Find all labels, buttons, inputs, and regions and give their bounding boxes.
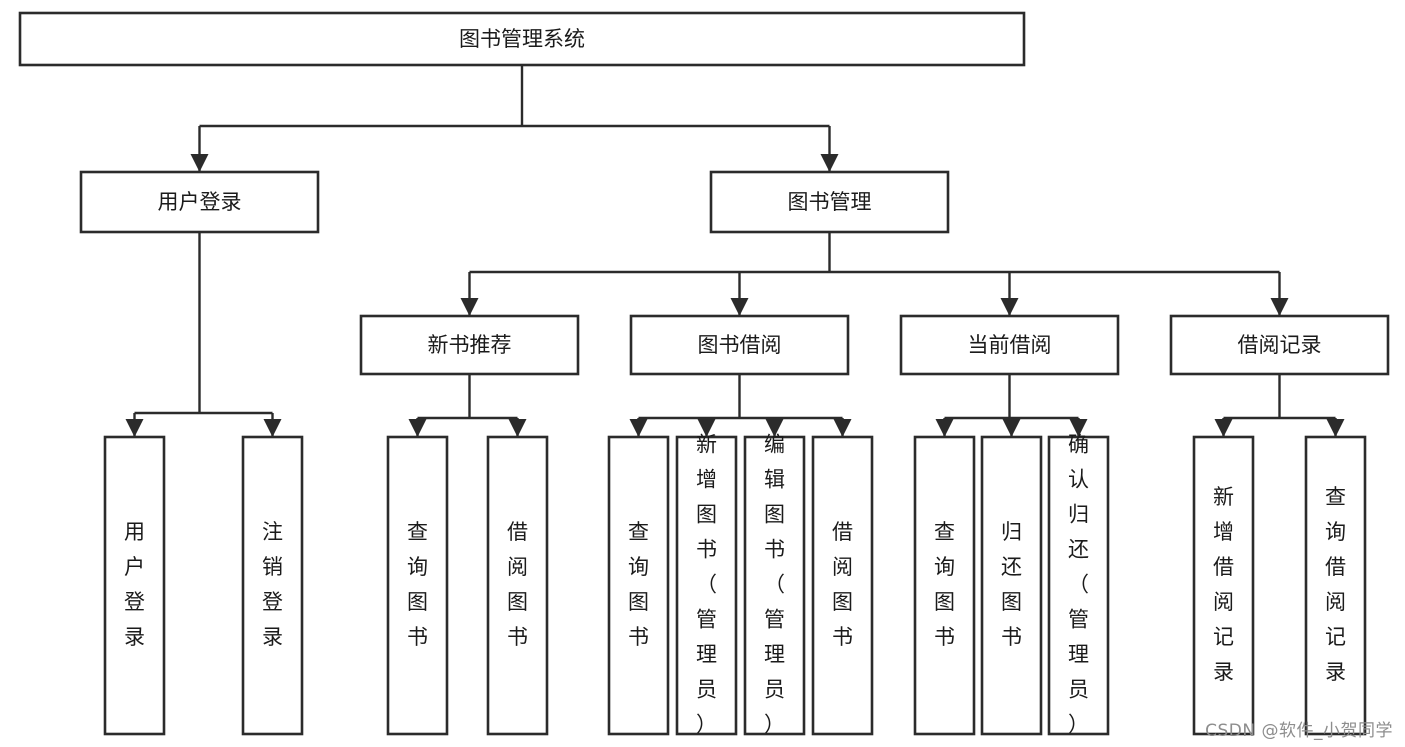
arrow-head-icon xyxy=(820,154,839,172)
node-label-leaf-user-login: 用户登录 xyxy=(124,520,145,649)
node-label-book-borrow: 图书借阅 xyxy=(698,333,782,357)
node-label-current-borrow: 当前借阅 xyxy=(968,333,1052,357)
arrow-head-icon xyxy=(190,154,209,172)
node-box-leaf-borrow-book-1 xyxy=(486,435,549,736)
node-box-leaf-query-record xyxy=(1304,435,1367,736)
node-label-leaf-query-book-3: 查询图书 xyxy=(934,520,955,649)
node-box-leaf-return-book xyxy=(980,435,1043,736)
node-leaf-user-login[interactable]: 用户登录 xyxy=(103,435,166,736)
arrow-head-icon xyxy=(833,419,852,437)
node-label-leaf-query-record: 查询借阅记录 xyxy=(1325,485,1346,684)
node-leaf-add-record[interactable]: 新增借阅记录 xyxy=(1192,435,1255,736)
node-user-login[interactable]: 用户登录 xyxy=(79,170,320,234)
node-box-user-login xyxy=(79,170,320,234)
arrow-head-icon xyxy=(629,419,648,437)
node-label-leaf-borrow-book-2: 借阅图书 xyxy=(832,520,853,649)
node-box-book-manage xyxy=(709,170,950,234)
node-root[interactable]: 图书管理系统 xyxy=(18,11,1026,67)
node-box-book-borrow xyxy=(629,314,850,376)
node-label-book-manage: 图书管理 xyxy=(788,190,872,214)
node-box-leaf-query-book-2 xyxy=(607,435,670,736)
node-label-borrow-record: 借阅记录 xyxy=(1238,333,1322,357)
node-label-leaf-borrow-book-1: 借阅图书 xyxy=(507,520,528,649)
node-leaf-query-book-2[interactable]: 查询图书 xyxy=(607,435,670,736)
arrow-head-icon xyxy=(460,298,479,316)
node-box-leaf-edit-book xyxy=(743,435,806,736)
node-book-manage[interactable]: 图书管理 xyxy=(709,170,950,234)
node-book-borrow[interactable]: 图书借阅 xyxy=(629,314,850,376)
arrow-head-icon xyxy=(765,419,784,437)
arrow-head-icon xyxy=(408,419,427,437)
node-box-leaf-borrow-book-2 xyxy=(811,435,874,736)
node-box-leaf-user-login xyxy=(103,435,166,736)
connector-lines xyxy=(125,65,1345,437)
node-boxes: 图书管理系统用户登录图书管理新书推荐图书借阅当前借阅借阅记录用户登录注销登录查询… xyxy=(18,11,1390,737)
node-label-leaf-user-logout: 注销登录 xyxy=(262,520,283,649)
node-label-leaf-return-book: 归还图书 xyxy=(1001,520,1022,649)
node-box-new-book-rec xyxy=(359,314,580,376)
arrow-head-icon xyxy=(508,419,527,437)
node-leaf-edit-book[interactable]: 编辑图书（管理员） xyxy=(743,433,806,737)
arrow-head-icon xyxy=(1326,419,1345,437)
node-label-user-login: 用户登录 xyxy=(158,190,242,214)
node-label-leaf-query-book-2: 查询图书 xyxy=(628,520,649,649)
arrow-head-icon xyxy=(1000,298,1019,316)
node-box-borrow-record xyxy=(1169,314,1390,376)
arrow-head-icon xyxy=(1002,419,1021,437)
node-box-leaf-add-book xyxy=(675,435,738,736)
node-label-root: 图书管理系统 xyxy=(459,27,585,51)
node-leaf-user-logout[interactable]: 注销登录 xyxy=(241,435,304,736)
arrow-head-icon xyxy=(1214,419,1233,437)
node-box-leaf-query-book-1 xyxy=(386,435,449,736)
node-label-leaf-add-record: 新增借阅记录 xyxy=(1213,485,1234,684)
node-leaf-borrow-book-1[interactable]: 借阅图书 xyxy=(486,435,549,736)
node-label-new-book-rec: 新书推荐 xyxy=(428,333,512,357)
node-leaf-query-book-3[interactable]: 查询图书 xyxy=(913,435,976,736)
arrow-head-icon xyxy=(263,419,282,437)
node-label-leaf-add-book: 新增图书（管理员） xyxy=(696,433,717,737)
arrow-head-icon xyxy=(935,419,954,437)
node-leaf-add-book[interactable]: 新增图书（管理员） xyxy=(675,433,738,737)
arrow-head-icon xyxy=(697,419,716,437)
arrow-head-icon xyxy=(125,419,144,437)
node-leaf-query-record[interactable]: 查询借阅记录 xyxy=(1304,435,1367,736)
node-leaf-return-book[interactable]: 归还图书 xyxy=(980,435,1043,736)
arrow-head-icon xyxy=(1069,419,1088,437)
node-label-leaf-edit-book: 编辑图书（管理员） xyxy=(764,433,785,737)
node-box-leaf-query-book-3 xyxy=(913,435,976,736)
node-leaf-borrow-book-2[interactable]: 借阅图书 xyxy=(811,435,874,736)
node-label-leaf-confirm-return: 确认归还（管理员） xyxy=(1068,433,1089,737)
node-label-leaf-query-book-1: 查询图书 xyxy=(407,520,428,649)
node-box-root xyxy=(18,11,1026,67)
arrow-head-icon xyxy=(1270,298,1289,316)
node-box-leaf-add-record xyxy=(1192,435,1255,736)
node-borrow-record[interactable]: 借阅记录 xyxy=(1169,314,1390,376)
node-leaf-query-book-1[interactable]: 查询图书 xyxy=(386,435,449,736)
node-current-borrow[interactable]: 当前借阅 xyxy=(899,314,1120,376)
node-box-leaf-confirm-return xyxy=(1047,435,1110,736)
node-leaf-confirm-return[interactable]: 确认归还（管理员） xyxy=(1047,433,1110,737)
arrow-head-icon xyxy=(730,298,749,316)
node-box-current-borrow xyxy=(899,314,1120,376)
node-new-book-rec[interactable]: 新书推荐 xyxy=(359,314,580,376)
node-box-leaf-user-logout xyxy=(241,435,304,736)
